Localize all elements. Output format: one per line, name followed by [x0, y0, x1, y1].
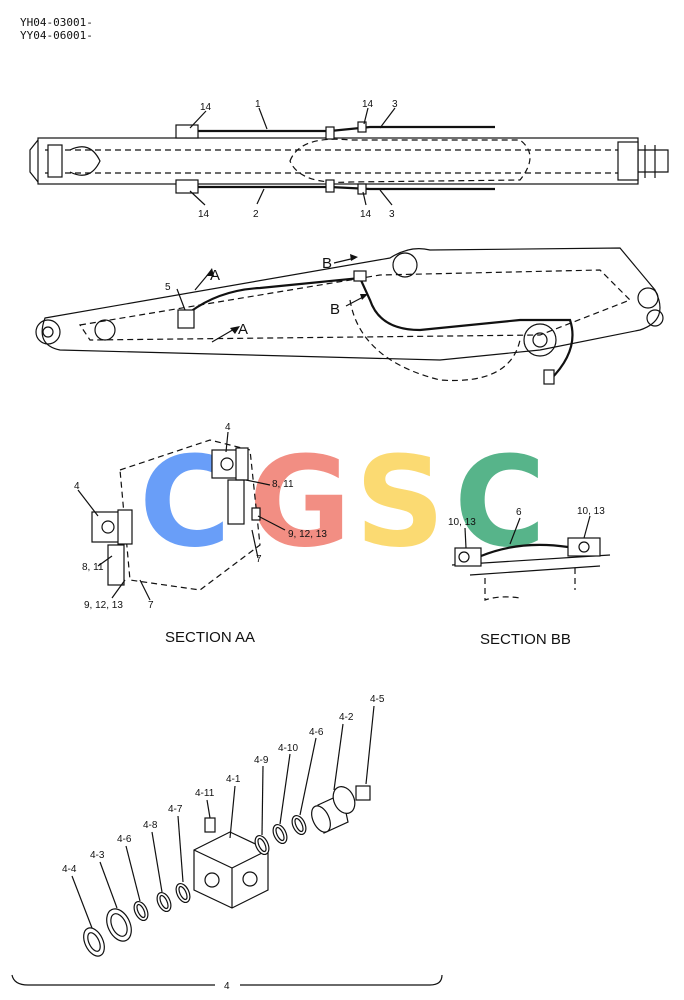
callout-10-13: 10, 13 — [577, 506, 605, 517]
section-marker-a: A — [210, 267, 220, 284]
callout-9-12-13: 9, 12, 13 — [84, 600, 123, 611]
callout-2: 2 — [253, 209, 259, 220]
callout-14: 14 — [198, 209, 210, 220]
drawing-code: YH04-03001- YY04-06001- — [20, 16, 93, 42]
section-aa-title: SECTION AA — [165, 629, 255, 646]
part-4-7: 4-7 — [168, 804, 183, 815]
part-4-4: 4-4 — [62, 864, 77, 875]
part-4-6: 4-6 — [309, 727, 324, 738]
callout-14: 14 — [200, 102, 212, 113]
part-4-3: 4-3 — [90, 850, 105, 861]
callout-3: 3 — [389, 209, 395, 220]
section-marker-a: A — [238, 321, 248, 338]
callout-3: 3 — [392, 99, 398, 110]
exploded-view — [11, 705, 443, 986]
callout-4: 4 — [225, 422, 231, 433]
drawing-code-line2: YY04-06001- — [20, 29, 93, 42]
part-4-11: 4-11 — [195, 788, 215, 799]
section-bb-title: SECTION BB — [480, 631, 571, 648]
callout-4: 4 — [74, 481, 80, 492]
callout-10-13: 10, 13 — [448, 517, 476, 528]
callout-14: 14 — [362, 99, 374, 110]
callout-9-12-13: 9, 12, 13 — [288, 529, 327, 540]
part-4-8: 4-8 — [143, 820, 158, 831]
callout-8-11: 8, 11 — [82, 562, 104, 573]
part-4-9: 4-9 — [254, 755, 269, 766]
arm-side-view — [35, 247, 664, 385]
watermark-letter: S — [355, 430, 445, 575]
watermark-letter: G — [249, 430, 352, 575]
callout-8-11: 8, 11 — [272, 479, 294, 490]
section-marker-b: B — [330, 301, 340, 318]
arm-top-view — [29, 107, 669, 206]
section-aa-drawing — [77, 431, 286, 601]
part-4-2: 4-2 — [339, 712, 354, 723]
section-bb-drawing — [451, 515, 611, 601]
part-4-10: 4-10 — [278, 743, 298, 754]
callout-1: 1 — [255, 99, 261, 110]
assembly-4-label: 4 — [224, 981, 230, 992]
section-marker-b: B — [322, 255, 332, 272]
callout-6: 6 — [516, 507, 522, 518]
callout-5: 5 — [165, 282, 171, 293]
part-4-1: 4-1 — [226, 774, 241, 785]
callout-7: 7 — [148, 600, 154, 611]
callout-14: 14 — [360, 209, 372, 220]
part-4-5: 4-5 — [370, 694, 385, 705]
drawing-code-line1: YH04-03001- — [20, 16, 93, 29]
part-4-6: 4-6 — [117, 834, 132, 845]
callout-7: 7 — [256, 554, 262, 565]
